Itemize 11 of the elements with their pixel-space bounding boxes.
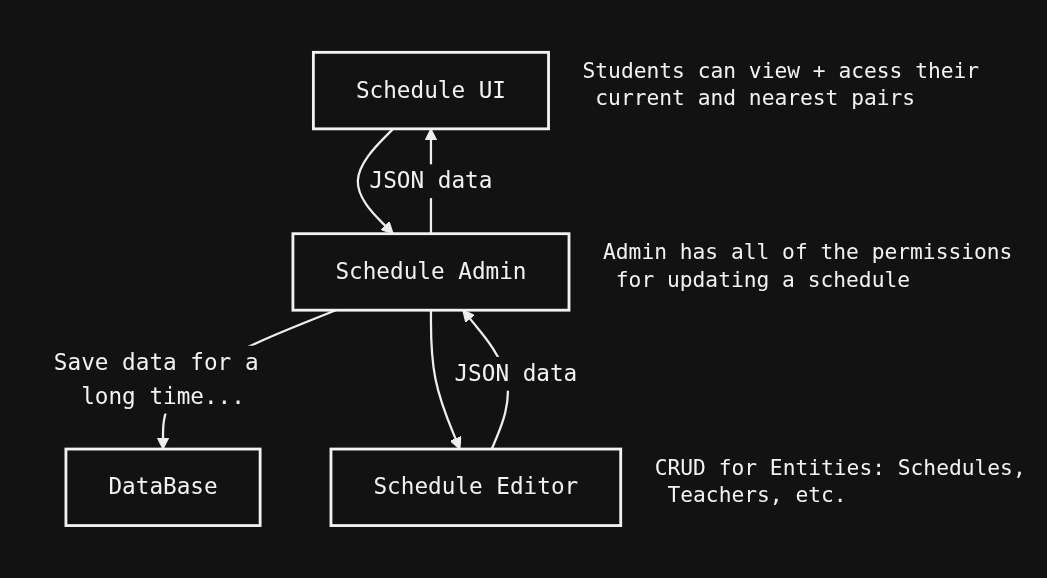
node-note: Admin has all of the permissions for updating a schedule (603, 239, 1013, 292)
node-note: CRUD for Entities: Schedules, Teachers, etc. (654, 454, 1026, 508)
edge-label: JSON data (369, 167, 493, 195)
edge-label: Save data for a long time... (53, 348, 259, 410)
node-box: Schedule Editor (329, 447, 623, 527)
arrow (429, 310, 462, 450)
node-box: Schedule Admin (291, 232, 571, 312)
node-note: Students can view + acess their current and nearest pairs (582, 57, 980, 111)
node-box: DataBase (64, 447, 262, 527)
node-box: Schedule UI (311, 50, 550, 131)
edge-label: JSON data (454, 359, 578, 387)
